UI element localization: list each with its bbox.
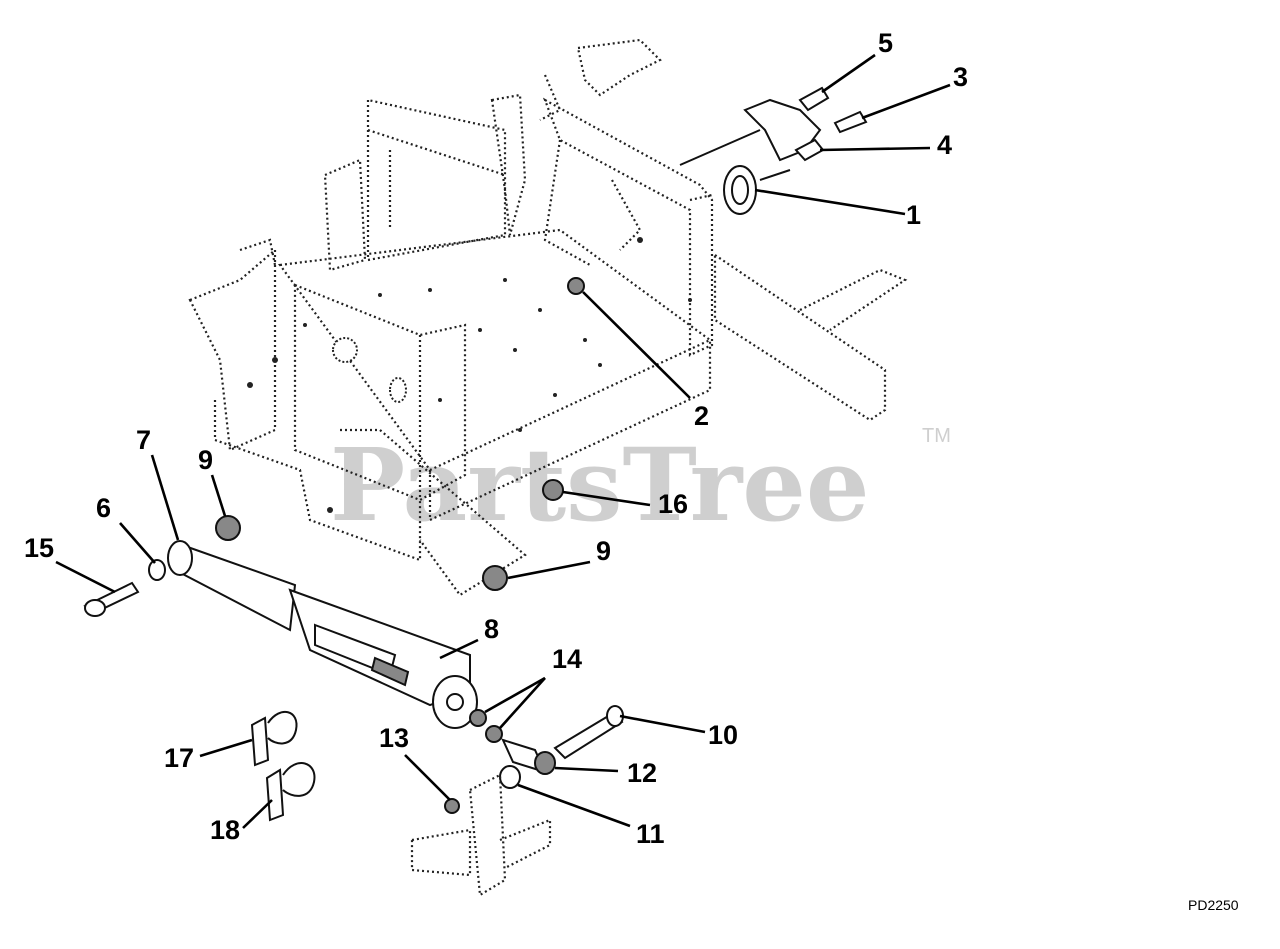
callout-9a: 9 — [198, 445, 213, 475]
leader-2 — [582, 291, 691, 399]
callout-15: 15 — [24, 533, 54, 563]
leader-16 — [562, 490, 651, 507]
leader-11 — [517, 783, 631, 828]
callout-9b: 9 — [596, 536, 611, 566]
leader-5 — [821, 53, 876, 94]
callout-17: 17 — [164, 743, 194, 773]
leader-7 — [150, 454, 180, 541]
callout-7: 7 — [136, 425, 151, 455]
callout-16: 16 — [658, 489, 688, 519]
lower-hardware — [250, 705, 624, 897]
leader-6 — [119, 522, 156, 564]
callout-13: 13 — [379, 723, 409, 753]
callout-labels: 1 2 3 4 5 6 7 8 9 9 10 11 12 13 14 15 16… — [24, 28, 968, 849]
watermark: PartsTree TM — [330, 425, 951, 544]
callout-1: 1 — [906, 200, 921, 230]
callout-4: 4 — [937, 130, 952, 160]
leader-1 — [754, 188, 906, 216]
leader-14b — [499, 677, 546, 729]
switch-assembly — [679, 86, 868, 215]
leader-9a — [210, 474, 227, 517]
leader-15 — [55, 560, 116, 594]
callout-5: 5 — [878, 28, 893, 58]
leader-14a — [484, 676, 546, 714]
watermark-trademark: TM — [922, 425, 951, 447]
leader-3 — [861, 83, 951, 120]
frame-assembly — [188, 38, 908, 597]
callout-10: 10 — [708, 720, 738, 750]
leader-13 — [404, 754, 451, 801]
leader-12 — [554, 766, 619, 773]
leader-9b — [507, 560, 591, 580]
callout-12: 12 — [627, 758, 657, 788]
callout-3: 3 — [953, 62, 968, 92]
callout-14: 14 — [552, 644, 582, 674]
leader-lines — [55, 53, 951, 829]
diagram-code: PD2250 — [1188, 897, 1239, 913]
watermark-text: PartsTree — [330, 426, 870, 544]
callout-6: 6 — [96, 493, 111, 523]
leader-10 — [619, 714, 706, 734]
leader-18 — [242, 799, 273, 829]
leader-17 — [199, 738, 253, 758]
callout-18: 18 — [210, 815, 240, 845]
lift-cylinder — [83, 277, 585, 729]
leader-4 — [819, 146, 931, 152]
callout-2: 2 — [694, 401, 709, 431]
leader-8 — [439, 638, 479, 660]
callout-11: 11 — [636, 819, 665, 849]
callout-8: 8 — [484, 614, 499, 644]
